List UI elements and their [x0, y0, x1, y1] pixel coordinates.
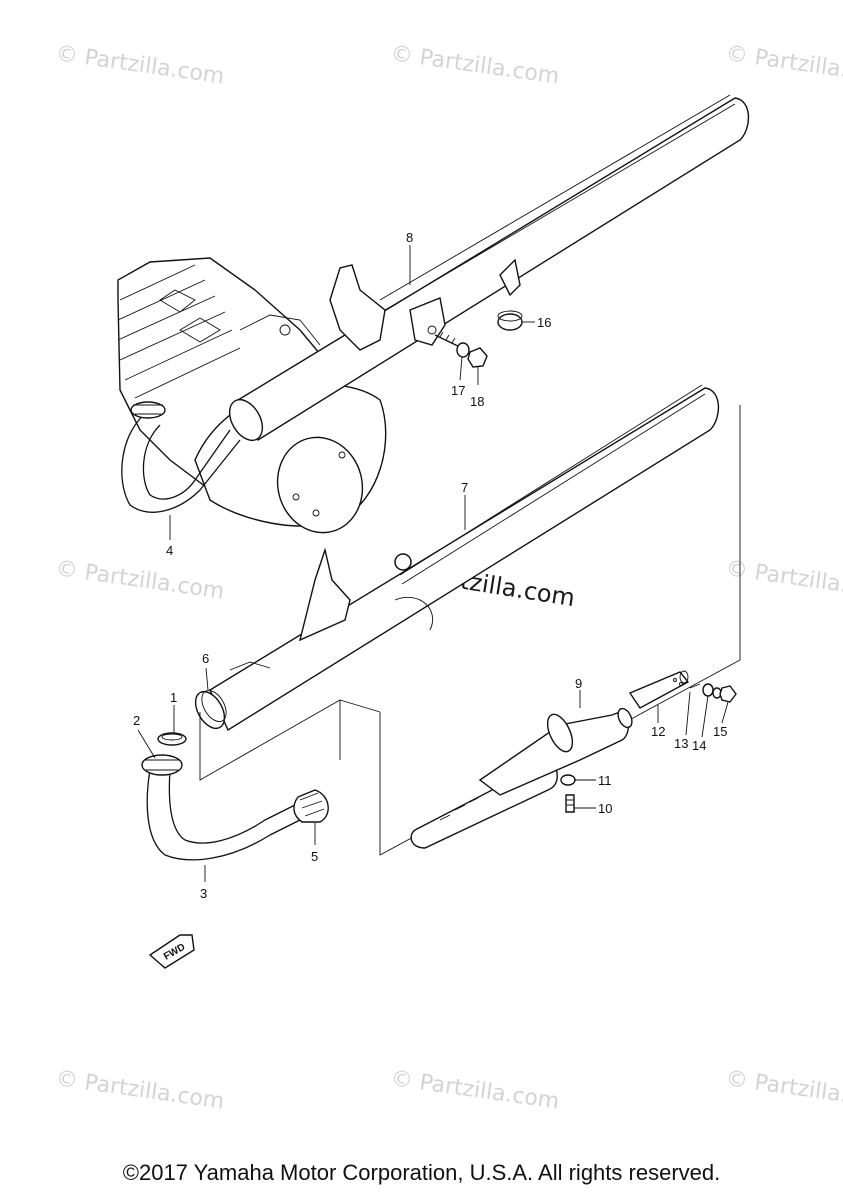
engine-block [117, 257, 387, 534]
callout-17: 17 [451, 383, 465, 398]
callout-1: 1 [170, 690, 177, 705]
watermark-top-center: © Partzilla.com [389, 41, 561, 89]
exhaust-pipe-lower [141, 732, 329, 861]
callout-16: 16 [537, 315, 551, 330]
callout-13: 13 [674, 736, 688, 751]
copyright-notice: ©2017 Yamaha Motor Corporation, U.S.A. A… [122, 1160, 721, 1185]
callout-3: 3 [200, 886, 207, 901]
callout-14: 14 [692, 738, 706, 753]
callouts: 1 2 3 4 5 6 7 8 9 10 11 12 13 14 15 16 1… [133, 230, 727, 901]
silencer-insert [410, 670, 737, 849]
callout-2: 2 [133, 713, 140, 728]
callout-10: 10 [598, 801, 612, 816]
watermark-bottom-left: © Partzilla.com [54, 1066, 226, 1114]
watermark-top-left: © Partzilla.com [54, 41, 226, 89]
callout-11: 11 [598, 773, 612, 788]
muffler-lower [194, 384, 720, 732]
callout-18: 18 [470, 394, 484, 409]
callout-6: 6 [202, 651, 209, 666]
callout-9: 9 [575, 676, 582, 691]
callout-7: 7 [461, 480, 468, 495]
watermark-top-right: © Partzilla.com [724, 41, 843, 89]
muffler-upper [228, 94, 750, 442]
leader-lines [137, 245, 729, 882]
upper-mount-hardware [434, 310, 523, 368]
watermark-mid-right: © Partzilla.com [724, 556, 843, 604]
watermark-mid-left: © Partzilla.com [54, 556, 226, 604]
watermark-center-circle [394, 553, 412, 571]
callout-8: 8 [406, 230, 413, 245]
watermark-bottom-right: © Partzilla.com [724, 1066, 843, 1114]
exhaust-pipe-upper [121, 401, 241, 513]
callout-5: 5 [311, 849, 318, 864]
fwd-arrow: FWD [148, 934, 195, 969]
watermark-bottom-center: © Partzilla.com [389, 1066, 561, 1114]
callout-15: 15 [713, 724, 727, 739]
callout-12: 12 [651, 724, 665, 739]
callout-4: 4 [166, 543, 173, 558]
